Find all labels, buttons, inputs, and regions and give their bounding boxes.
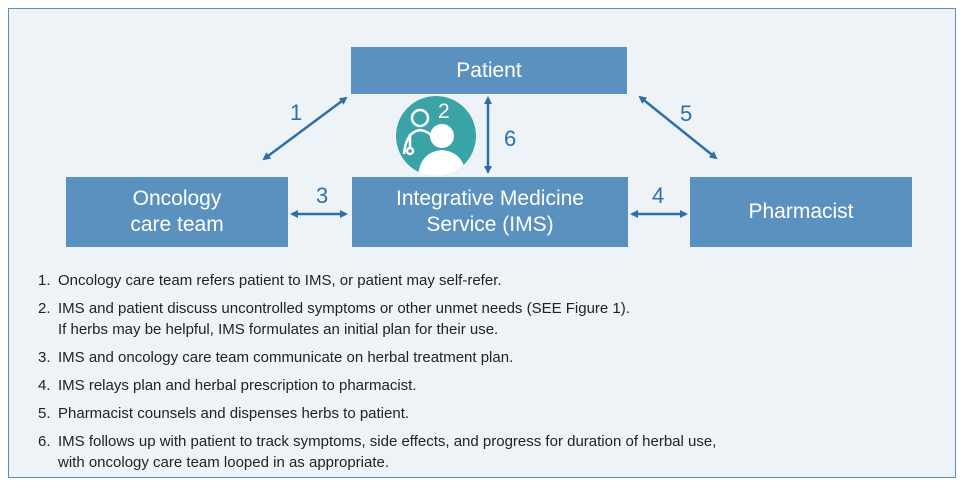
step-legend: 1. Oncology care team refers patient to …: [38, 270, 938, 480]
arrow-5: [638, 95, 718, 160]
pharmacist-label: Pharmacist: [748, 200, 854, 223]
patient-box: Patient: [351, 47, 627, 94]
step-number-4: 4: [652, 183, 665, 208]
legend-text: IMS follows up with patient to track sym…: [58, 433, 717, 471]
legend-number: 5.: [38, 405, 51, 422]
legend-number: 1.: [38, 272, 51, 289]
ims-label: Integrative Medicine Service (IMS): [396, 187, 584, 236]
patient-label: Patient: [456, 58, 522, 82]
legend-item: 6. IMS follows up with patient to track …: [38, 431, 938, 473]
legend-item: 1. Oncology care team refers patient to …: [38, 270, 938, 291]
legend-item: 4. IMS relays plan and herbal prescripti…: [38, 375, 938, 396]
step-number-6: 6: [504, 126, 517, 151]
step-number-1: 1: [290, 100, 303, 125]
legend-item: 3. IMS and oncology care team communicat…: [38, 347, 938, 368]
pharmacist-box: Pharmacist: [690, 177, 912, 247]
step-number-2: 2: [438, 100, 450, 123]
legend-number: 2.: [38, 300, 51, 317]
legend-text: IMS and patient discuss uncontrolled sym…: [58, 300, 630, 338]
legend-text: IMS relays plan and herbal prescription …: [58, 377, 417, 394]
oncology-care-team-label: Oncology care team: [130, 187, 224, 236]
legend-number: 6.: [38, 433, 51, 450]
legend-number: 4.: [38, 377, 51, 394]
clinician-and-patient-icon: 2: [396, 96, 476, 176]
step-number-5: 5: [680, 101, 693, 126]
oncology-care-team-box: Oncology care team: [66, 177, 288, 247]
legend-text: Pharmacist counsels and dispenses herbs …: [58, 405, 410, 422]
ims-box: Integrative Medicine Service (IMS): [352, 177, 628, 247]
clinician-and-patient-figure: [402, 108, 466, 176]
legend-text: IMS and oncology care team communicate o…: [58, 349, 514, 366]
legend-text: Oncology care team refers patient to IMS…: [58, 272, 502, 289]
arrow-1: [262, 96, 348, 161]
legend-number: 3.: [38, 349, 51, 366]
step-number-3: 3: [316, 183, 329, 208]
legend-item: 5. Pharmacist counsels and dispenses her…: [38, 403, 938, 424]
legend-item: 2. IMS and patient discuss uncontrolled …: [38, 298, 938, 340]
